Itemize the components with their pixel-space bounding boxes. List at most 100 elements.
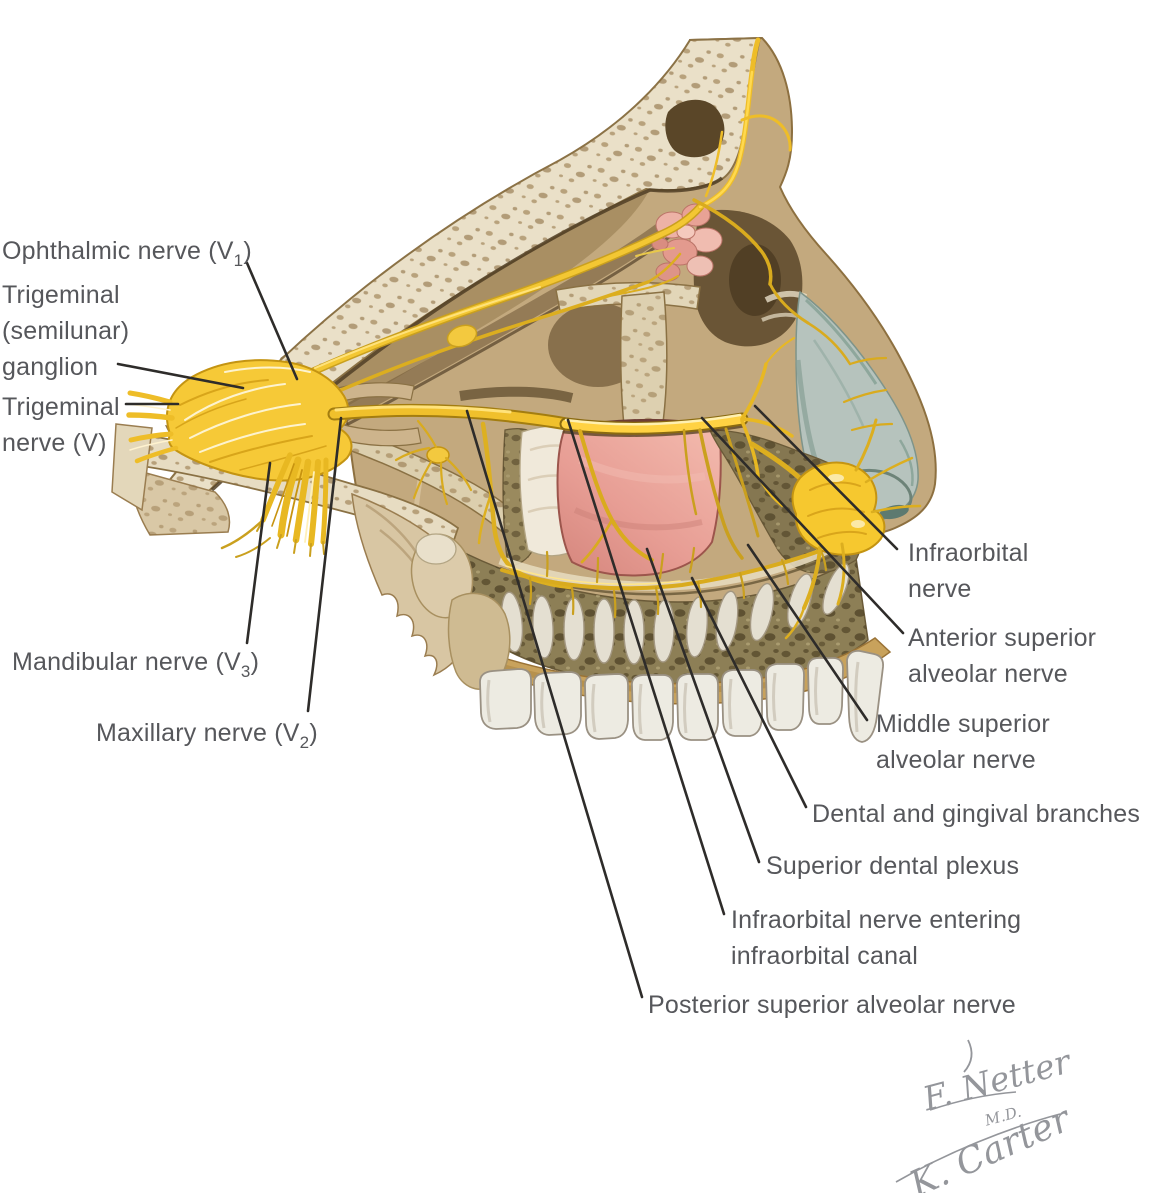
label-ophthalmic-nerve: Ophthalmic nerve (V1) xyxy=(2,237,252,270)
teeth xyxy=(479,650,884,743)
knot-thread xyxy=(394,446,431,462)
leader-infraorbital-canal xyxy=(566,418,726,916)
label-trigeminal-ganglion: (semilunar) xyxy=(2,317,129,345)
bone-knob xyxy=(415,533,457,565)
frontal-sinus-cavity xyxy=(665,99,725,158)
maxilla-mounds xyxy=(410,533,511,690)
supratrochlear-branch xyxy=(704,130,724,198)
teeth-shading xyxy=(486,661,860,735)
tooth-crown xyxy=(807,657,844,725)
label-infraorbital-canal: Infraorbital nerve entering xyxy=(731,906,1021,934)
leader-middle-superior xyxy=(746,543,869,722)
mandibular-nerve-fan xyxy=(220,452,329,558)
knot-thread xyxy=(444,456,473,492)
leader-infraorbital xyxy=(753,404,899,551)
label-infraorbital-nerve: Infraorbital xyxy=(908,539,1029,567)
leader-maxillary xyxy=(306,416,343,713)
descending-dental-branch xyxy=(682,428,698,516)
pink-lobule xyxy=(676,224,696,240)
pink-lobule xyxy=(686,255,714,277)
tooth-crown xyxy=(479,668,532,730)
orbital-nerve-knot xyxy=(446,324,478,348)
label-posterior-superior-alveolar: Posterior superior alveolar nerve xyxy=(648,991,1016,1019)
leader-mandibular xyxy=(245,461,272,645)
sinus-texture-dark xyxy=(573,507,703,531)
infraorbital-nerve-highlight xyxy=(564,413,742,426)
psa-fork-twig xyxy=(477,495,492,545)
label-anterior-superior-alveolar: alveolar nerve xyxy=(908,660,1068,688)
orbit-nose-nerve2 xyxy=(768,282,810,325)
ganglion-fiber-streaks xyxy=(175,366,327,471)
label-anterior-superior-alveolar: Anterior superior xyxy=(908,624,1096,652)
knot-thread xyxy=(416,419,438,449)
ppg-highlight xyxy=(828,474,844,482)
label-superior-dental-plexus: Superior dental plexus xyxy=(766,852,1019,880)
label-trigeminal-nerve: nerve (V) xyxy=(2,429,107,457)
lesser-palatine-nerve xyxy=(836,542,846,606)
dental-gingival-twigs xyxy=(528,546,828,619)
label-maxillary-nerve: Maxillary nerve (V2) xyxy=(96,719,318,752)
tooth-crown xyxy=(765,663,805,731)
label-mandibular-nerve: Mandibular nerve (V3) xyxy=(12,648,259,681)
orbit-nose-nerve xyxy=(692,198,773,286)
tooth-root xyxy=(593,598,615,664)
signature-flourish xyxy=(963,1039,973,1073)
tooth-crown xyxy=(676,673,719,741)
ophthalmic-nerve-core xyxy=(309,204,703,375)
greater-palatine-nerve xyxy=(802,546,822,610)
nasociliary-nerve-path xyxy=(330,280,650,396)
nerves xyxy=(125,37,922,640)
pink-lobule xyxy=(689,227,723,253)
ppg-highlight xyxy=(851,520,865,528)
diagonal-strip-speckles xyxy=(338,428,540,557)
infraorbital-branch-up xyxy=(740,362,768,421)
external-nasal-twig xyxy=(806,321,852,366)
foramen-rotundum-roof xyxy=(337,382,415,402)
nerve-twig xyxy=(646,252,682,284)
bone-fragment-speckles xyxy=(128,468,230,535)
leader-dental-gingival xyxy=(690,576,808,809)
label-infraorbital-nerve: nerve xyxy=(908,575,972,603)
maxillary-nerve-path xyxy=(329,405,571,429)
label-middle-superior-alveolar: alveolar nerve xyxy=(876,746,1036,774)
pink-lobule xyxy=(662,238,698,266)
nerve-twig xyxy=(765,337,795,365)
label-middle-superior-alveolar: Middle superior xyxy=(876,710,1050,738)
pterygoid-plate-speckles xyxy=(620,292,667,430)
descending-dental-branch xyxy=(698,428,744,560)
maxillary-sinus xyxy=(556,418,722,577)
external-nasal-twig xyxy=(842,388,888,404)
nasal-branch xyxy=(864,456,914,484)
leader-trigeminal-ganglion xyxy=(116,362,245,390)
tooth-crown xyxy=(584,673,629,740)
nose-shading2 xyxy=(812,339,866,429)
maxillary-nerve-highlight xyxy=(334,405,512,414)
orbital-shadow-core xyxy=(729,244,781,316)
external-nasal-twig xyxy=(848,356,888,366)
leader-ophthalmic xyxy=(245,261,299,381)
sinus-floor-cortex xyxy=(498,536,851,591)
supraorbital-nerve-core xyxy=(698,70,754,209)
label-trigeminal-nerve: Trigeminal xyxy=(2,393,120,421)
tooth-root xyxy=(749,582,775,642)
knot-thread xyxy=(439,461,449,506)
nasal-branch xyxy=(854,418,878,472)
msa-branch xyxy=(580,518,614,564)
label-trigeminal-ganglion: ganglion xyxy=(2,353,98,381)
leader-lines xyxy=(116,261,905,999)
external-nasal-twig xyxy=(850,422,894,432)
labels: Ophthalmic nerve (V1) Trigeminal (semilu… xyxy=(2,237,1140,1019)
leader-posterior-superior xyxy=(465,409,644,999)
nerve-twig xyxy=(609,275,679,297)
nerve-knot xyxy=(426,446,450,464)
supraorbital-branch xyxy=(740,114,792,152)
sinus-texture-light xyxy=(578,456,706,484)
ophthalmic-nerve-highlight xyxy=(314,286,541,369)
artist-signature: F. Netter M.D. K. Carter xyxy=(895,1039,1078,1193)
infraorbital-groove xyxy=(562,424,746,437)
dark-streak-above-nerve xyxy=(459,386,574,403)
nerve-twig xyxy=(635,247,675,257)
label-trigeminal-ganglion: Trigeminal xyxy=(2,281,120,309)
